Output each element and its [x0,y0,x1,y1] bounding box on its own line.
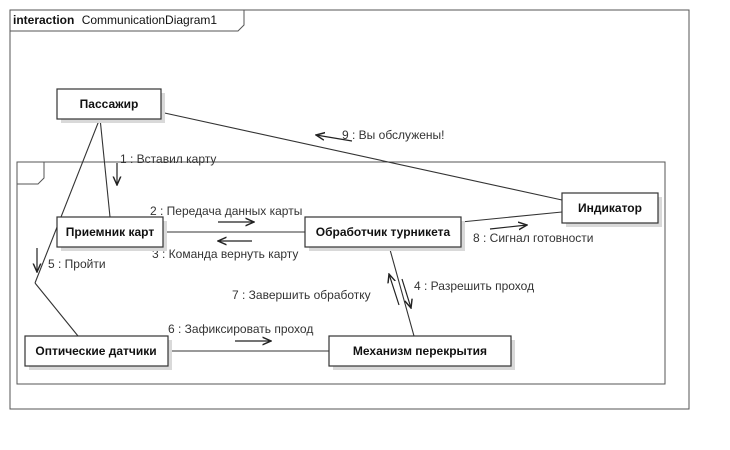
frame-name: CommunicationDiagram1 [82,13,218,27]
arrow-m8 [489,225,527,229]
arrow-m4 [401,278,411,308]
frame-keyword: interaction [13,13,74,27]
node-turnstile-handler[interactable]: Обработчик турникета [304,216,465,251]
message-9: 9 : Вы обслужены! [342,128,444,142]
links [34,111,563,352]
node-turnstile-handler-label: Обработчик турникета [316,225,451,239]
message-3: 3 : Команда вернуть карту [152,247,298,261]
message-7: 7 : Завершить обработку [232,288,371,302]
node-optical-sensors[interactable]: Оптические датчики [24,335,172,370]
link-passenger-receiver [99,117,111,218]
node-card-receiver[interactable]: Приемник карт [56,216,167,251]
node-optical-sensors-label: Оптические датчики [35,344,156,358]
node-indicator[interactable]: Индикатор [561,192,662,227]
message-2: 2 : Передача данных карты [150,204,302,218]
message-1: 1 : Вставил карту [120,152,216,166]
link-handler-indicator [460,211,563,223]
interaction-frame: interaction CommunicationDiagram1 [9,9,690,410]
link-passenger-indicator [159,111,563,201]
node-passenger[interactable]: Пассажир [56,88,165,123]
node-indicator-label: Индикатор [578,201,642,215]
message-5: 5 : Пройти [48,257,106,271]
message-8: 8 : Сигнал готовности [473,231,594,245]
frame-title: interaction CommunicationDiagram1 [13,13,217,27]
link-optical-sensor [34,282,79,337]
message-4: 4 : Разрешить проход [414,279,534,293]
node-card-receiver-label: Приемник карт [66,225,155,239]
node-blocking-mechanism[interactable]: Механизм перекрытия [328,335,515,370]
message-arrows [37,135,527,341]
node-blocking-mechanism-label: Механизм перекрытия [353,344,487,358]
message-labels: 1 : Вставил карту 2 : Передача данных ка… [48,128,594,336]
link-passenger-optical [34,117,101,284]
arrow-m7 [389,274,400,306]
inner-frame [16,161,666,385]
node-passenger-label: Пассажир [80,97,139,111]
link-handler-mechanism [388,245,415,337]
message-6: 6 : Зафиксировать проход [168,322,313,336]
arrow-m9 [316,135,353,142]
